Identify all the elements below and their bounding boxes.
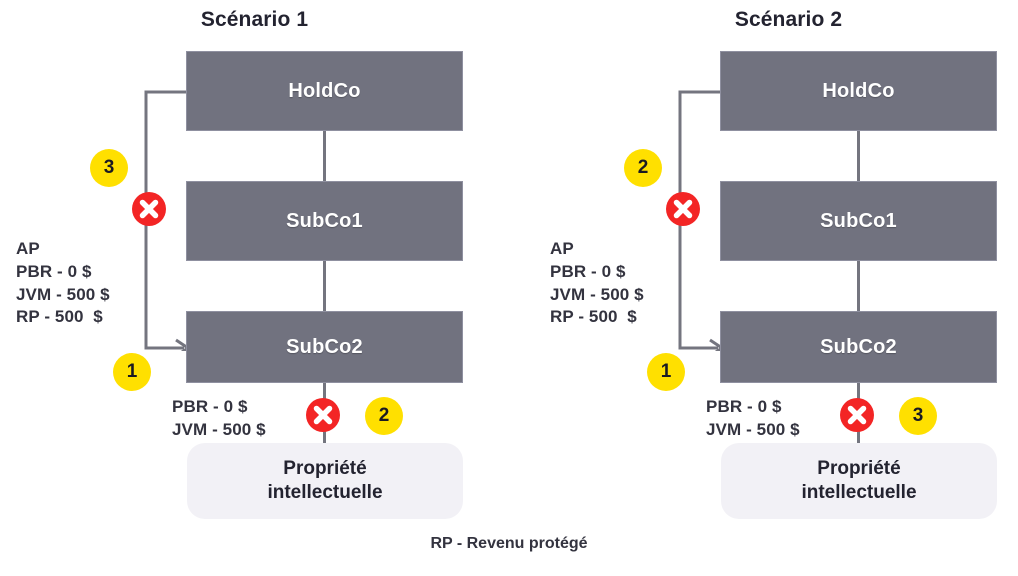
ip-label-line2: intellectuelle	[801, 482, 917, 503]
entity-box-subco2: SubCo2	[186, 311, 463, 383]
step-badge-lower: 2	[365, 397, 403, 435]
ip-label-line1: Propriété	[817, 457, 901, 479]
entity-box-holdco: HoldCo	[186, 51, 463, 131]
x-circle-icon-upper	[665, 191, 701, 227]
ip-label-line2: intellectuelle	[267, 482, 383, 503]
connector-subco1-subco2	[323, 261, 326, 311]
step-badge-middle: 1	[647, 353, 685, 391]
annotation-left-block: AP PBR - 0 $ JVM - 500 $ RP - 500 $	[550, 239, 644, 327]
step-badge-middle: 1	[113, 353, 151, 391]
x-circle-icon-lower	[305, 397, 341, 433]
scenario-title: Scénario 2	[734, 8, 843, 31]
entity-box-holdco: HoldCo	[720, 51, 997, 131]
entity-label: SubCo1	[286, 209, 363, 232]
legend-note: RP - Revenu protégé	[430, 535, 588, 552]
step-badge-lower: 3	[899, 397, 937, 435]
annotation-left-block: AP PBR - 0 $ JVM - 500 $ RP - 500 $	[16, 239, 110, 327]
annotation-bottom-block: PBR - 0 $ JVM - 500 $	[172, 397, 266, 439]
x-circle-icon-lower	[839, 397, 875, 433]
entity-label: HoldCo	[288, 79, 361, 102]
x-circle-icon-upper	[131, 191, 167, 227]
entity-box-subco1: SubCo1	[186, 181, 463, 261]
entity-box-intellectual-property: Propriété intellectuelle	[187, 443, 463, 519]
scenario-panel-2: Scénario 2 HoldCo SubCo1 SubCo2 Propriét…	[534, 0, 1018, 528]
entity-box-subco2: SubCo2	[720, 311, 997, 383]
scenario-title: Scénario 1	[200, 8, 309, 31]
entity-box-subco1: SubCo1	[720, 181, 997, 261]
entity-label: SubCo1	[820, 209, 897, 232]
step-badge-top: 3	[90, 149, 128, 187]
entity-label: SubCo2	[286, 335, 363, 358]
connector-holdco-subco1	[857, 131, 860, 181]
connector-holdco-subco1	[323, 131, 326, 181]
scenario-panel-1: Scénario 1 HoldCo SubCo1 SubCo2 Propriét…	[0, 0, 509, 528]
entity-label: SubCo2	[820, 335, 897, 358]
entity-label: HoldCo	[822, 79, 895, 102]
connector-subco1-subco2	[857, 261, 860, 311]
ip-label-line1: Propriété	[283, 457, 367, 479]
step-badge-top: 2	[624, 149, 662, 187]
entity-box-intellectual-property: Propriété intellectuelle	[721, 443, 997, 519]
annotation-bottom-block: PBR - 0 $ JVM - 500 $	[706, 397, 800, 439]
